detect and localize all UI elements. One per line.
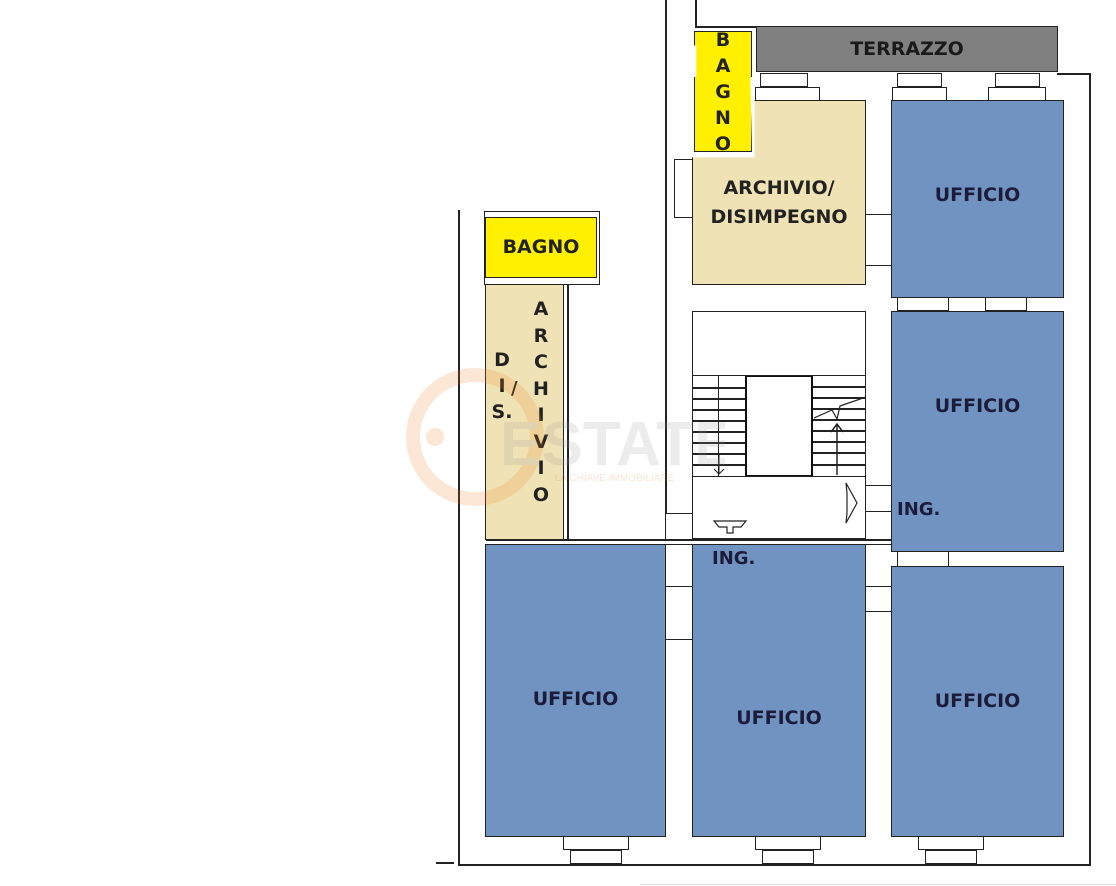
room-label: D xyxy=(494,349,510,371)
window xyxy=(892,87,947,101)
room-dis-archivio xyxy=(485,284,564,540)
stair-step xyxy=(813,419,866,421)
stair-step xyxy=(692,442,745,444)
room-label: O xyxy=(714,132,732,155)
room-bagno-left: BAGNO xyxy=(485,217,597,278)
outer-wall-bottom-stub xyxy=(436,862,454,864)
stair-left-divider xyxy=(718,375,719,476)
window xyxy=(665,513,693,540)
outer-wall-left xyxy=(458,210,460,866)
window xyxy=(995,73,1040,87)
room-label: V xyxy=(533,430,549,453)
room-terrazzo: TERRAZZO xyxy=(756,26,1058,72)
window xyxy=(865,586,892,612)
room-label: H xyxy=(533,377,549,400)
window xyxy=(897,551,949,567)
room-ufficio-bottom-middle: UFFICIO xyxy=(692,544,866,837)
stair-bottom-line xyxy=(692,476,866,477)
room-label: O xyxy=(532,483,550,506)
wall-segment xyxy=(484,211,600,285)
window xyxy=(762,850,814,864)
wall-top-stub xyxy=(695,0,697,27)
room-label: A xyxy=(533,298,549,320)
window xyxy=(897,297,949,311)
wall-top-line xyxy=(695,26,757,28)
stair-step xyxy=(813,430,866,432)
window xyxy=(918,836,984,850)
room-bagno-top: B A G N O xyxy=(694,31,752,152)
room-label: B xyxy=(715,28,731,51)
room-label: A xyxy=(715,54,731,77)
stair-step xyxy=(692,453,745,455)
bottom-edge-line xyxy=(640,884,1116,885)
entrance-line xyxy=(866,511,892,512)
svg-text:ESTATE: ESTATE xyxy=(500,410,725,479)
room-label: R xyxy=(533,324,549,347)
outer-wall-bottom xyxy=(458,864,1091,866)
stair-step xyxy=(813,452,866,454)
window xyxy=(925,850,977,864)
room-archivio-disimpegno: ARCHIVIO/ DISIMPEGNO xyxy=(692,100,866,285)
stair-step xyxy=(813,397,866,399)
room-label: UFFICIO xyxy=(934,395,1021,417)
window xyxy=(760,73,808,87)
room-label: UFFICIO xyxy=(934,184,1021,206)
dis-vertical-label: D I S. xyxy=(490,347,514,425)
wall-left-block xyxy=(567,284,569,540)
inner-wall-vertical xyxy=(665,0,667,540)
room-ufficio-bottom-left: UFFICIO xyxy=(485,544,666,837)
corridor-line-2 xyxy=(486,544,891,545)
room-ufficio-top-right: UFFICIO xyxy=(891,100,1064,298)
room-label: UFFICIO xyxy=(736,707,822,729)
stair-step xyxy=(813,386,866,388)
slash-label: / xyxy=(511,378,518,399)
room-label: UFFICIO xyxy=(934,690,1021,712)
stair-arrows xyxy=(712,396,866,534)
room-label: TERRAZZO xyxy=(850,37,964,60)
window xyxy=(563,836,629,850)
window xyxy=(865,485,892,512)
stair-landing-line xyxy=(692,375,866,376)
window xyxy=(570,850,622,864)
room-label: DISIMPEGNO xyxy=(710,205,848,228)
room-ufficio-mid-right: UFFICIO xyxy=(891,311,1064,552)
stair-step xyxy=(813,441,866,443)
window xyxy=(755,87,820,101)
room-label: ARCHIVIO/ xyxy=(723,176,835,199)
svg-text:LA CHIAVE IMMOBILIARE: LA CHIAVE IMMOBILIARE xyxy=(555,473,675,484)
stair-step xyxy=(692,387,745,389)
stair-step xyxy=(813,464,866,466)
stair-step xyxy=(692,409,745,411)
door xyxy=(674,159,694,218)
stair-step xyxy=(692,398,745,400)
watermark-logo: ESTATE LA CHIAVE IMMOBILIARE xyxy=(406,368,725,506)
outer-wall-top-right xyxy=(1057,73,1091,75)
window xyxy=(755,836,821,850)
stair-step xyxy=(692,431,745,433)
archivio-vertical-label: A R C H I V I O xyxy=(528,296,554,508)
window xyxy=(665,586,693,640)
stair-step xyxy=(692,420,745,422)
room-label: S. xyxy=(491,401,513,423)
entrance-label-bottom: ING. xyxy=(712,548,756,569)
room-label: I xyxy=(537,457,545,479)
window xyxy=(985,297,1027,311)
window xyxy=(897,73,942,87)
stair-core xyxy=(745,375,813,477)
room-label: BAGNO xyxy=(502,236,580,258)
room-label: C xyxy=(534,351,548,373)
entrance-label-right: ING. xyxy=(897,499,941,520)
window xyxy=(988,87,1046,101)
room-label: I xyxy=(498,375,506,397)
room-label: UFFICIO xyxy=(532,688,619,710)
room-ufficio-bottom-right: UFFICIO xyxy=(891,566,1064,837)
room-label: G xyxy=(715,80,731,103)
room-label: I xyxy=(537,404,545,426)
outer-wall-right xyxy=(1089,73,1091,866)
window xyxy=(865,214,892,266)
room-label: N xyxy=(715,106,731,129)
